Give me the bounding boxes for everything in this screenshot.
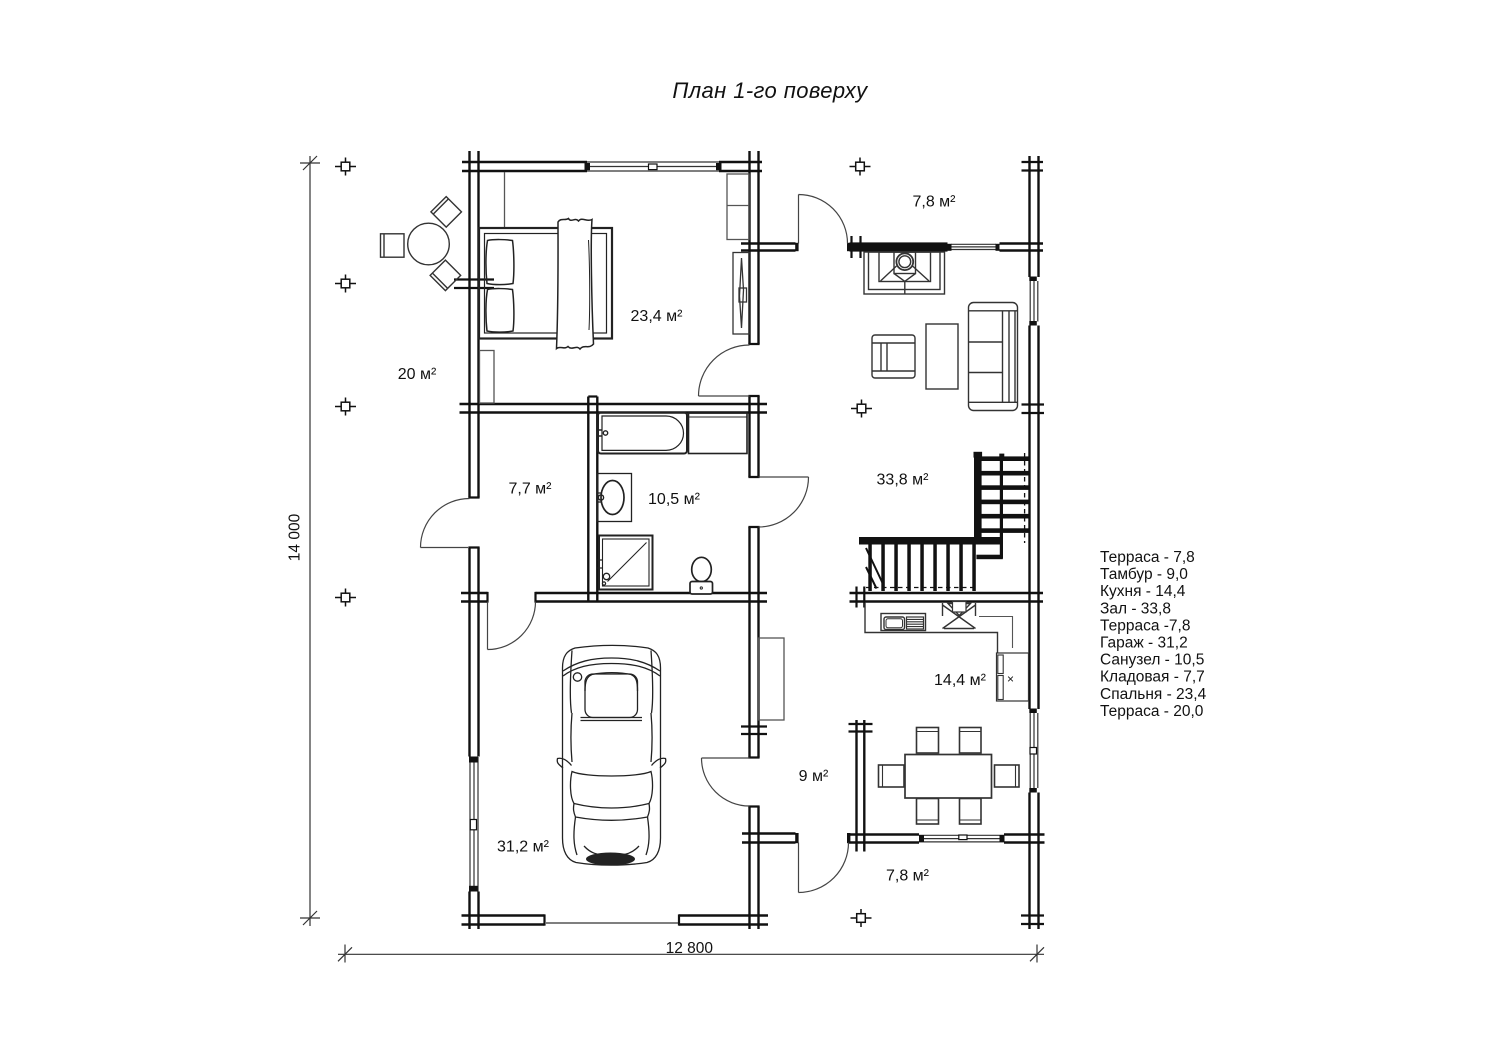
svg-text:Гараж - 31,2: Гараж - 31,2 (1100, 635, 1188, 652)
svg-text:Кухня - 14,4: Кухня - 14,4 (1100, 583, 1186, 600)
svg-text:9 м²: 9 м² (799, 768, 829, 785)
svg-text:7,7 м²: 7,7 м² (508, 481, 552, 498)
svg-text:Санузел - 10,5: Санузел - 10,5 (1100, 652, 1204, 669)
svg-text:Терраса - 20,0: Терраса - 20,0 (1100, 703, 1204, 720)
svg-text:20 м²: 20 м² (398, 366, 437, 383)
svg-text:Тамбур - 9,0: Тамбур - 9,0 (1100, 566, 1188, 583)
svg-text:×: × (1007, 672, 1014, 686)
svg-text:12 800: 12 800 (666, 940, 714, 957)
svg-text:14 000: 14 000 (287, 513, 304, 561)
svg-text:31,2 м²: 31,2 м² (497, 839, 550, 856)
svg-text:Спальня - 23,4: Спальня - 23,4 (1100, 686, 1207, 703)
svg-text:Зал - 33,8: Зал - 33,8 (1100, 600, 1171, 617)
svg-text:Кладовая - 7,7: Кладовая - 7,7 (1100, 669, 1205, 686)
svg-text:7,8 м²: 7,8 м² (886, 868, 930, 885)
svg-text:33,8 м²: 33,8 м² (877, 472, 930, 489)
svg-text:Терраса - 7,8: Терраса - 7,8 (1100, 549, 1195, 566)
svg-text:Терраса -7,8: Терраса -7,8 (1100, 617, 1190, 634)
svg-text:7,8 м²: 7,8 м² (912, 194, 956, 211)
svg-text:10,5 м²: 10,5 м² (648, 491, 701, 508)
svg-text:План 1-го поверху: План 1-го поверху (672, 78, 869, 103)
svg-text:23,4 м²: 23,4 м² (631, 308, 684, 325)
svg-text:14,4 м²: 14,4 м² (934, 672, 987, 689)
